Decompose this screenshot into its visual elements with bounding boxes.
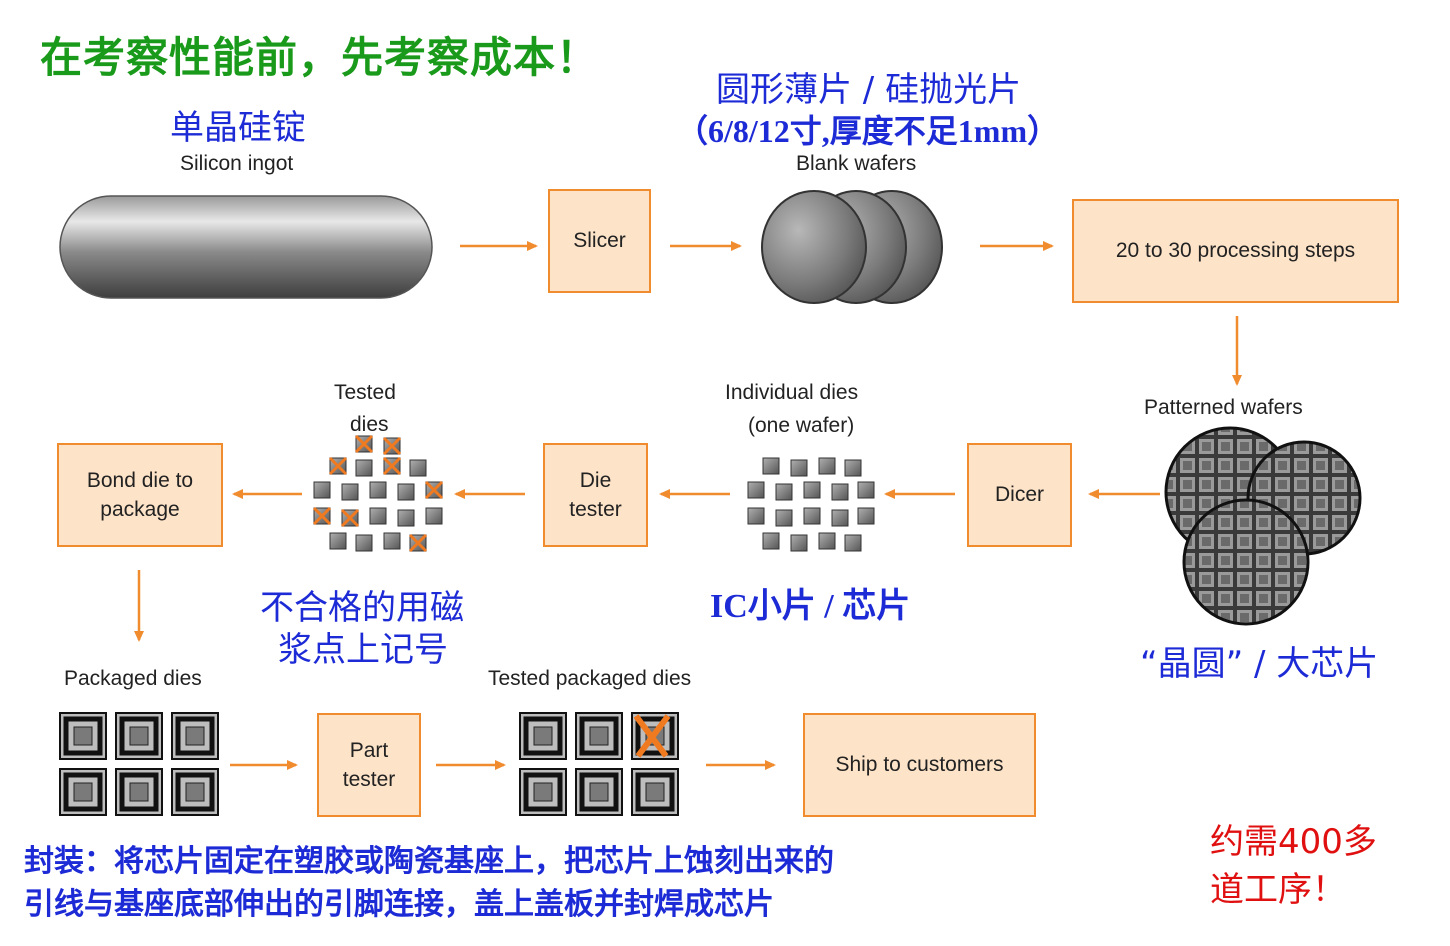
packaging-note-line-1: 封装：将芯片固定在塑胶或陶瓷基座上，把芯片上蚀刻出来的 xyxy=(24,844,834,879)
individual-dies-caption-2: (one wafer) xyxy=(748,414,855,437)
blank-wafers-caption: Blank wafers xyxy=(796,152,917,175)
tested-dies-caption-1: Tested xyxy=(334,381,396,404)
steps-note: 约需400多 道工序！ xyxy=(1210,818,1377,914)
wafer-caption-cn-1: 圆形薄片 / 硅抛光片 xyxy=(716,70,1022,110)
ship-label: Ship to customers xyxy=(835,753,1004,777)
processing-steps-label: 20 to 30 processing steps xyxy=(1115,239,1356,263)
part-tester-label: Part tester xyxy=(342,738,396,791)
slicer-label: Slicer xyxy=(573,229,626,253)
slicer-box: Slicer xyxy=(548,189,651,293)
patterned-wafers-icon xyxy=(1164,426,1362,626)
patterned-wafers-caption: Patterned wafers xyxy=(1144,396,1303,419)
tested-dies-icon xyxy=(312,434,444,553)
tested-dies-caption-2: dies xyxy=(350,413,389,436)
ic-caption: IC小片 / 芯片 xyxy=(710,588,911,625)
reject-mark-icon xyxy=(633,714,671,758)
die-tester-label: Die tester xyxy=(569,468,622,521)
packaged-dies-icon xyxy=(60,713,218,815)
ingot-caption-en: Silicon ingot xyxy=(180,152,294,175)
blank-wafers-icon xyxy=(761,190,943,304)
ingot-caption-cn: 单晶硅锭 xyxy=(170,108,306,148)
wafer-caption-cn-2: （6/8/12寸,厚度不足1mm） xyxy=(676,113,1060,149)
headline: 在考察性能前，先考察成本！ xyxy=(40,33,600,82)
dicer-box: Dicer xyxy=(967,443,1072,547)
silicon-ingot-icon xyxy=(59,195,433,299)
reject-marks xyxy=(312,434,444,553)
dicer-label: Dicer xyxy=(994,483,1044,507)
individual-dies-caption-1: Individual dies xyxy=(725,381,859,404)
patterned-wafers-caption-cn: “晶圆” / 大芯片 xyxy=(1140,644,1379,684)
individual-dies-icon xyxy=(747,457,875,552)
part-tester-box: Part tester xyxy=(317,713,421,817)
bond-die-box: Bond die to package xyxy=(57,443,223,547)
packaging-note-line-2: 引线与基座底部伸出的引脚连接，盖上盖板并封焊成芯片 xyxy=(24,887,774,922)
steps-note-line-1: 约需400多 xyxy=(1210,822,1377,862)
ship-box: Ship to customers xyxy=(803,713,1036,817)
packaging-note: 封装：将芯片固定在塑胶或陶瓷基座上，把芯片上蚀刻出来的 引线与基座底部伸出的引脚… xyxy=(24,840,834,926)
mark-caption-2: 浆点上记号 xyxy=(278,630,448,670)
tested-packaged-dies-icon xyxy=(520,713,678,815)
packaged-dies-caption: Packaged dies xyxy=(64,667,202,690)
bond-die-label: Bond die to package xyxy=(86,468,194,521)
tested-packaged-dies-caption: Tested packaged dies xyxy=(488,667,692,690)
steps-note-line-2: 道工序！ xyxy=(1210,870,1346,910)
die-tester-box: Die tester xyxy=(543,443,648,547)
flow-arrows xyxy=(134,241,1242,770)
processing-steps-box: 20 to 30 processing steps xyxy=(1072,199,1399,303)
mark-caption-1: 不合格的用磁 xyxy=(260,588,464,628)
